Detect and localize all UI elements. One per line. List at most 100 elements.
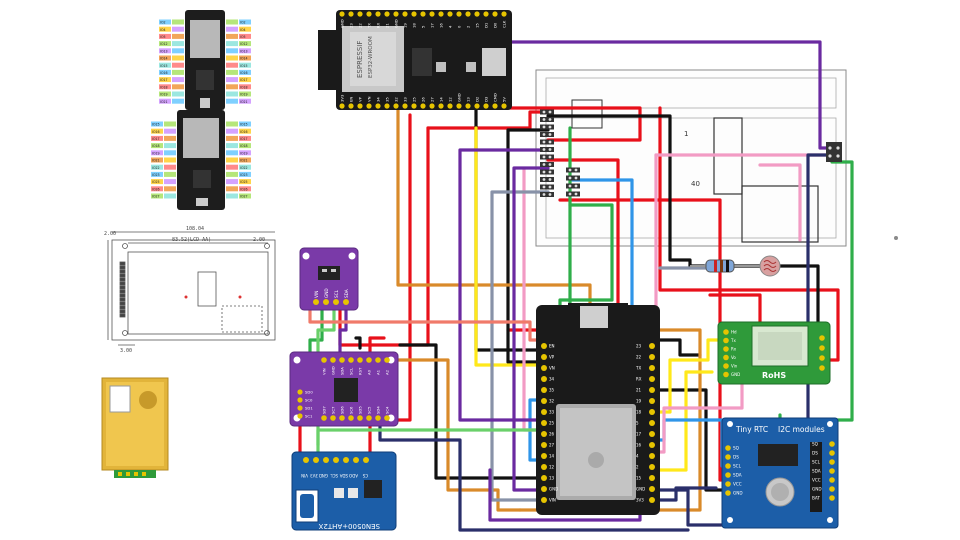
pin-label: 18 — [636, 410, 642, 415]
esp32-top-brand: ESPRESSIF — [356, 41, 364, 78]
pin-label: SQ — [733, 446, 740, 451]
pin-tag-label: IO18 — [240, 85, 248, 89]
lcd-pin — [542, 155, 546, 159]
header-pin — [366, 415, 372, 421]
pin-tag — [172, 77, 184, 83]
pin-label: A0 — [367, 369, 372, 375]
pin-tag — [151, 128, 163, 134]
drawing-pin — [119, 289, 126, 294]
lcd-pin — [548, 140, 552, 144]
pin-tag-label: IO27 — [240, 195, 248, 199]
header-pin — [402, 103, 408, 109]
pin-label: 5 — [636, 421, 639, 426]
header-pin — [366, 357, 372, 363]
pin-label: SDA — [340, 367, 345, 375]
pin-label: SCL — [334, 289, 339, 298]
pin-tag — [239, 33, 251, 39]
header-pin — [465, 103, 471, 109]
lcd-pin — [568, 168, 572, 172]
header-pin — [348, 11, 354, 17]
pin-tag-label: IO17 — [152, 137, 160, 141]
pin-tag-label: IO15 — [240, 123, 248, 127]
pin-label: 14 — [439, 97, 444, 102]
pin-label: VP — [358, 96, 363, 102]
pin-label: 17 — [430, 23, 435, 28]
header-pin — [330, 357, 336, 363]
pin-label: EN — [349, 97, 354, 102]
pin-tag-label: IO21 — [240, 100, 248, 104]
pin-tag-label: IO17 — [240, 78, 248, 82]
pin-tag — [226, 179, 238, 185]
drawing-pin — [119, 285, 126, 290]
pin-tag — [226, 143, 238, 149]
pin-tag — [151, 121, 163, 127]
header-pin — [541, 354, 547, 360]
pin-tag-label: IO18 — [160, 85, 168, 89]
pin-label: SDA — [812, 469, 821, 474]
lcd-pin — [542, 163, 546, 166]
pin-label: 23 — [636, 344, 642, 349]
header-pin — [348, 415, 354, 421]
pin-label: GND — [394, 19, 399, 28]
drawing-pin — [119, 309, 126, 314]
lcd-mechanical-drawing — [107, 231, 276, 346]
lcd-pin — [566, 191, 580, 197]
mhz19-co2-sensor — [101, 377, 169, 478]
header-pin — [541, 365, 547, 371]
pin-label: GND — [731, 372, 740, 377]
header-pin — [819, 335, 825, 341]
pin-label: 0 — [457, 25, 462, 28]
pin-tag — [226, 150, 238, 156]
lcd-header-pins — [540, 109, 580, 197]
pin-tag-label: IO25 — [152, 180, 160, 184]
pin-tag — [239, 164, 251, 170]
lcd-pin — [542, 140, 546, 144]
pin-label: VCC — [812, 478, 821, 483]
pin-label: SC1 — [305, 414, 313, 419]
header-pin — [411, 11, 417, 17]
pin-tag — [226, 91, 238, 97]
header-pin — [384, 11, 390, 17]
pin-tag — [239, 135, 251, 141]
pin-tag — [151, 157, 163, 163]
pin-tag-label: IO15 — [152, 123, 160, 127]
header-pin — [313, 299, 319, 305]
header-pin — [297, 413, 303, 419]
drawing-pin — [119, 281, 126, 286]
lcd-pin — [540, 184, 554, 190]
pin-label: 13 — [466, 97, 471, 102]
lcd-pin — [548, 178, 552, 181]
pin-tag — [226, 128, 238, 134]
pin-label: GND — [331, 366, 336, 375]
pin-tag — [239, 69, 251, 75]
pin-label: VIN — [549, 498, 556, 503]
pin-label: 26 — [421, 97, 426, 102]
pin-label: GND — [549, 487, 558, 492]
pin-label: Tx — [730, 338, 736, 343]
pin-tag — [164, 179, 176, 185]
pin-label: DS — [812, 451, 818, 456]
header-pin — [384, 103, 390, 109]
pin-tag-label: IO17 — [240, 137, 248, 141]
pin-label: 12 — [549, 465, 555, 470]
header-pin — [649, 497, 655, 503]
pin-tag-label: IO14 — [160, 57, 168, 61]
pin-tag — [172, 19, 184, 25]
pin-label: SD5 — [358, 406, 363, 414]
pin-label: 15 — [475, 23, 480, 28]
pin-tag — [239, 193, 251, 199]
header-pin — [541, 398, 547, 404]
header-pin — [438, 103, 444, 109]
pin-tag — [172, 91, 184, 97]
lcd-pin — [540, 109, 554, 115]
header-pin — [829, 459, 835, 465]
pin-tag — [151, 186, 163, 192]
lcd-pin — [542, 110, 546, 114]
lcd-pin — [540, 192, 554, 197]
header-pin — [330, 415, 336, 421]
lcd-pin — [548, 193, 552, 196]
pin-label: 4 — [448, 25, 453, 28]
header-pin — [420, 11, 426, 17]
pin-label: RX — [636, 377, 642, 382]
